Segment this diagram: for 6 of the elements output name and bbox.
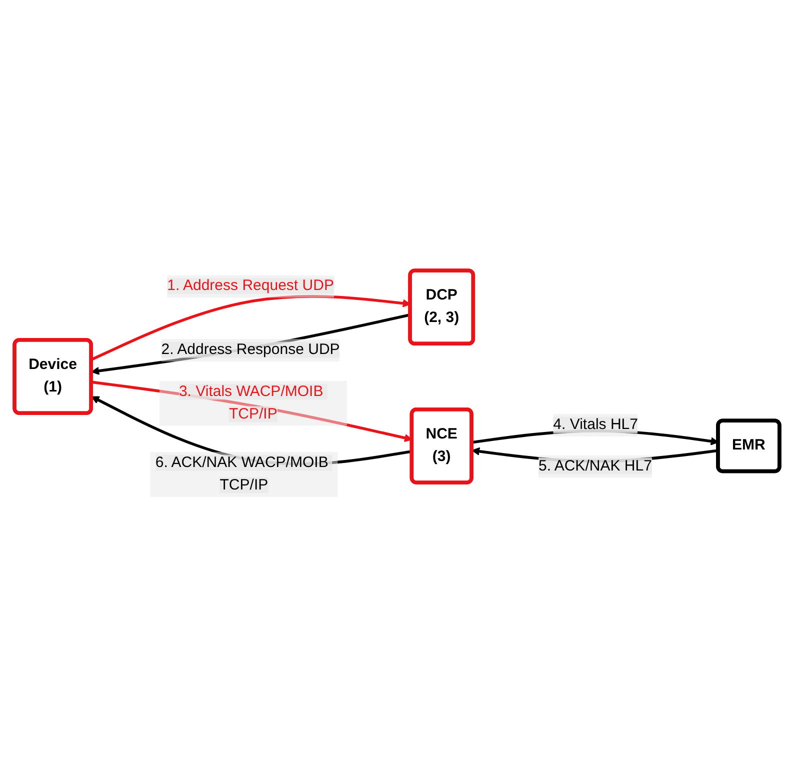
edge-label: 2. Address Response UDP bbox=[161, 342, 340, 358]
edge-label: 5. ACK/NAK HL7 bbox=[538, 458, 652, 474]
edge-label: 4. Vitals HL7 bbox=[553, 417, 638, 434]
edge-label: 3. Vitals WACP/MOIB TCP/IP bbox=[178, 384, 324, 422]
edge-label: 1. Address Request UDP bbox=[167, 278, 334, 294]
edge-label: 6. ACK/NAK WACP/MOIB TCP/IP bbox=[155, 455, 328, 494]
